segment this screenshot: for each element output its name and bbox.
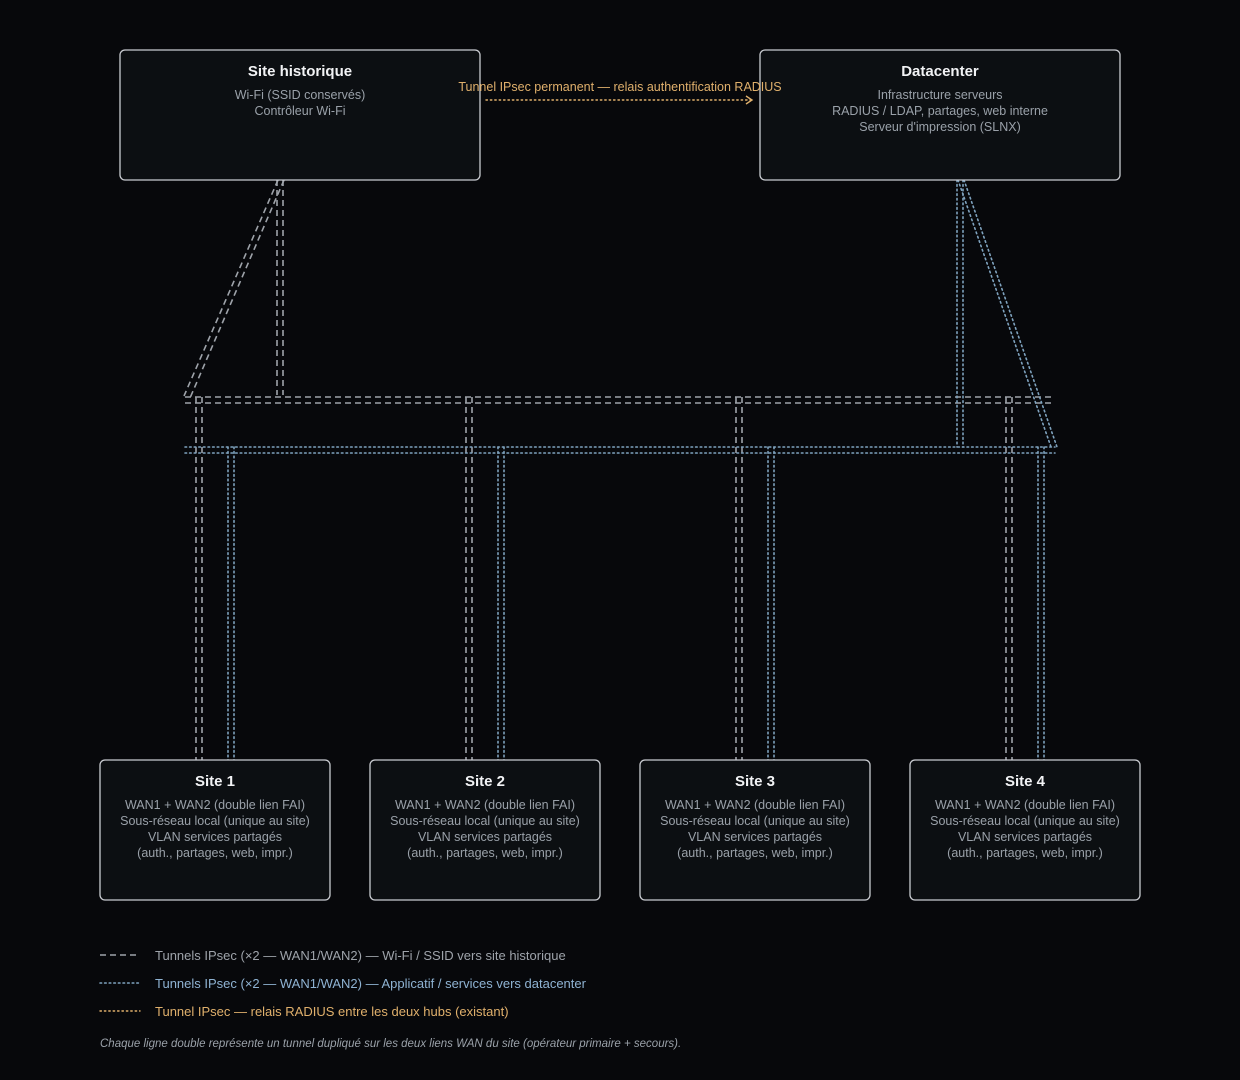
site-box-frame [369,759,601,901]
site-line: Sous-réseau local (unique au site) [660,814,850,828]
site-line: Sous-réseau local (unique au site) [120,814,310,828]
arrow-right-icon [745,95,754,105]
site-title: Site 3 [735,773,775,790]
site-line: VLAN services partagés [688,830,822,844]
app-tunnels [184,179,1058,761]
hub-historique-title: Site historique [248,63,352,80]
site-title: Site 2 [465,773,505,790]
hub-datacenter-line: Infrastructure serveurs [877,88,1002,102]
site-box-frame [909,759,1141,901]
site-line: VLAN services partagés [148,830,282,844]
site-title: Site 4 [1005,773,1046,790]
site-box-1: Site 1 WAN1 + WAN2 (double lien FAI) Sou… [99,759,331,901]
site-line: Sous-réseau local (unique au site) [390,814,580,828]
legend-label-radius: Tunnel IPsec — relais RADIUS entre les d… [155,1004,509,1019]
site-box-4: Site 4 WAN1 + WAN2 (double lien FAI) Sou… [909,759,1141,901]
radius-relay-link: Tunnel IPsec permanent — relais authenti… [458,80,782,105]
site-box-3: Site 3 WAN1 + WAN2 (double lien FAI) Sou… [639,759,871,901]
site-box-frame [639,759,871,901]
site-line: (auth., partages, web, impr.) [407,846,563,860]
hub-historique: Site historique Wi-Fi (SSID conservés) C… [119,49,481,181]
site-title: Site 1 [195,773,235,790]
hub-historique-box [119,49,481,181]
site-line: WAN1 + WAN2 (double lien FAI) [935,798,1115,812]
site-line: WAN1 + WAN2 (double lien FAI) [125,798,305,812]
site-line: (auth., partages, web, impr.) [947,846,1103,860]
hub-datacenter-line: Serveur d'impression (SLNX) [859,120,1020,134]
site-box-frame [99,759,331,901]
app-diagonal-wan1 [957,179,1052,448]
wifi-tunnels [183,179,1055,760]
legend-label-app: Tunnels IPsec (×2 — WAN1/WAN2) — Applica… [155,976,587,991]
footnote: Chaque ligne double représente un tunnel… [100,1038,681,1050]
site-line: VLAN services partagés [418,830,552,844]
hub-datacenter: Datacenter Infrastructure serveurs RADIU… [759,49,1121,181]
site-box-2: Site 2 WAN1 + WAN2 (double lien FAI) Sou… [369,759,601,901]
site-line: (auth., partages, web, impr.) [677,846,833,860]
site-line: (auth., partages, web, impr.) [137,846,293,860]
wifi-diagonal-wan1 [183,179,279,397]
site-line: VLAN services partagés [958,830,1092,844]
wifi-diagonal-wan2 [189,179,285,399]
legend-label-wifi: Tunnels IPsec (×2 — WAN1/WAN2) — Wi-Fi /… [155,948,566,963]
legend: Tunnels IPsec (×2 — WAN1/WAN2) — Wi-Fi /… [99,948,587,1019]
app-diagonal-wan2 [963,179,1058,448]
site-line: Sous-réseau local (unique au site) [930,814,1120,828]
hub-datacenter-title: Datacenter [901,63,979,80]
hub-datacenter-line: RADIUS / LDAP, partages, web interne [832,104,1048,118]
site-line: WAN1 + WAN2 (double lien FAI) [665,798,845,812]
hub-datacenter-box [759,49,1121,181]
radius-relay-label: Tunnel IPsec permanent — relais authenti… [458,80,781,94]
hub-historique-line: Contrôleur Wi-Fi [255,104,346,118]
hub-historique-line: Wi-Fi (SSID conservés) [235,88,366,102]
site-line: WAN1 + WAN2 (double lien FAI) [395,798,575,812]
